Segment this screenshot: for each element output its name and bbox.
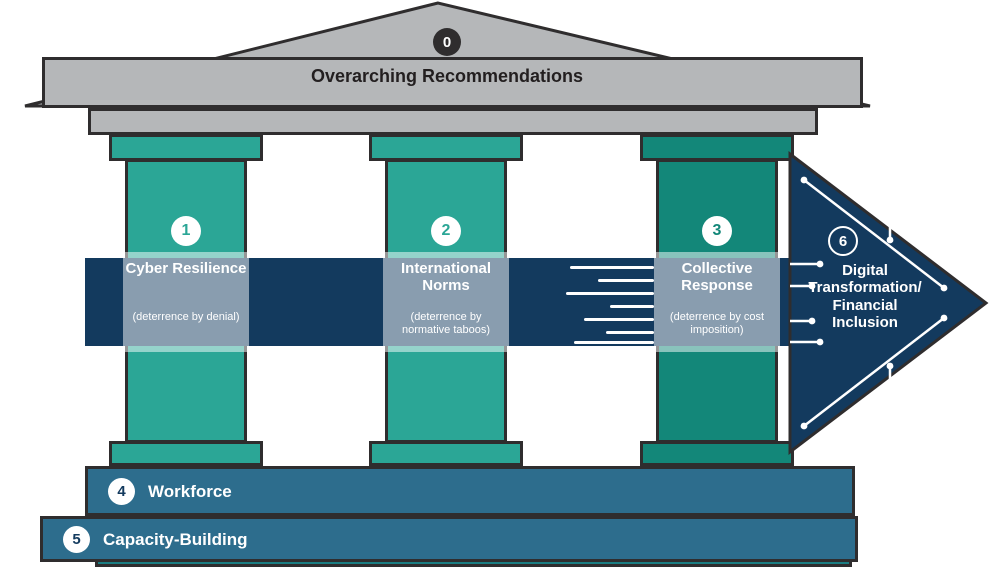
speed-line [574, 341, 654, 344]
speed-line [610, 305, 654, 308]
pillar3-title: Collective Response [681, 260, 753, 294]
step-capacity-building [40, 516, 858, 562]
circuit-traces [790, 167, 945, 439]
pillar3-subtitle: (deterrence by cost imposition) [669, 311, 765, 337]
number-badge-0: 0 [433, 28, 461, 56]
number-badge-4: 4 [108, 478, 135, 505]
pillar1-capital [109, 134, 263, 161]
pillar1-title: Cyber Resilience [125, 260, 247, 277]
pillar1-subtitle: (deterrence by denial) [132, 311, 240, 323]
pillar2-title: International Norms [400, 260, 491, 294]
number-badge-2: 2 [431, 216, 461, 246]
speed-line [570, 266, 654, 269]
step-capacity-building-label: Capacity-Building [103, 530, 248, 549]
pediment-title: Overarching Recommendations [310, 66, 584, 86]
speed-line [598, 279, 654, 282]
step-workforce-label: Workforce [148, 482, 232, 501]
pillar2-label-panel [383, 252, 509, 352]
pillar1-label-panel [123, 252, 249, 352]
number-badge-3: 3 [702, 216, 732, 246]
pillar3-label-panel [654, 252, 780, 352]
arrow-label: Digital Transformation/ Financial Inclus… [808, 262, 922, 332]
step-workforce [85, 466, 855, 516]
pillar2-base [369, 441, 523, 466]
architrave-beam [88, 108, 818, 135]
pediment-block [42, 57, 863, 108]
pillar2-subtitle: (deterrence by normative taboos) [401, 311, 491, 337]
speed-line [584, 318, 654, 321]
number-badge-5: 5 [63, 526, 90, 553]
circuit-nodes [800, 164, 948, 442]
pillar1-base [109, 441, 263, 466]
pillar3-base [640, 441, 794, 466]
pillar2-capital [369, 134, 523, 161]
number-badge-6: 6 [828, 226, 858, 256]
pillar3-capital [640, 134, 794, 161]
speed-line [606, 331, 654, 334]
speed-line [566, 292, 654, 295]
number-badge-1: 1 [171, 216, 201, 246]
